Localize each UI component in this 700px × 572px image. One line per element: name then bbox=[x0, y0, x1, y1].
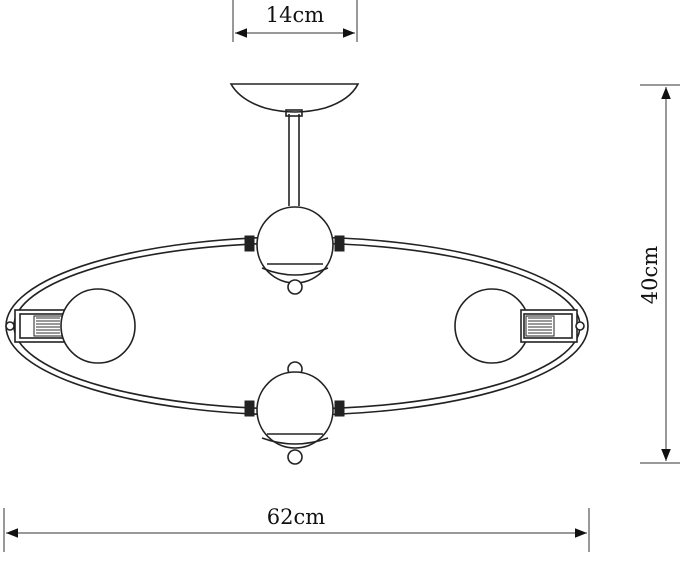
top-hub-clamp-left bbox=[244, 235, 255, 252]
down-rod bbox=[285, 109, 303, 206]
bottom-width-label: 62cm bbox=[267, 505, 325, 529]
top-hub-sphere bbox=[244, 206, 345, 295]
left-bulb-assembly bbox=[5, 288, 136, 364]
height-dimension: 40cm bbox=[638, 84, 680, 464]
bottom-hub-clamp-left bbox=[244, 400, 255, 417]
height-label: 40cm bbox=[638, 246, 662, 304]
bottom-hub-clamp-right bbox=[334, 400, 345, 417]
bottom-hub-sphere bbox=[244, 361, 345, 465]
top-width-label: 14cm bbox=[266, 3, 324, 27]
top-hub-clamp-right bbox=[334, 235, 345, 252]
right-bulb-assembly bbox=[454, 288, 585, 364]
top-width-dimension: 14cm bbox=[232, 0, 358, 42]
ceiling-canopy bbox=[229, 83, 360, 113]
bottom-width-dimension: 62cm bbox=[3, 505, 590, 552]
